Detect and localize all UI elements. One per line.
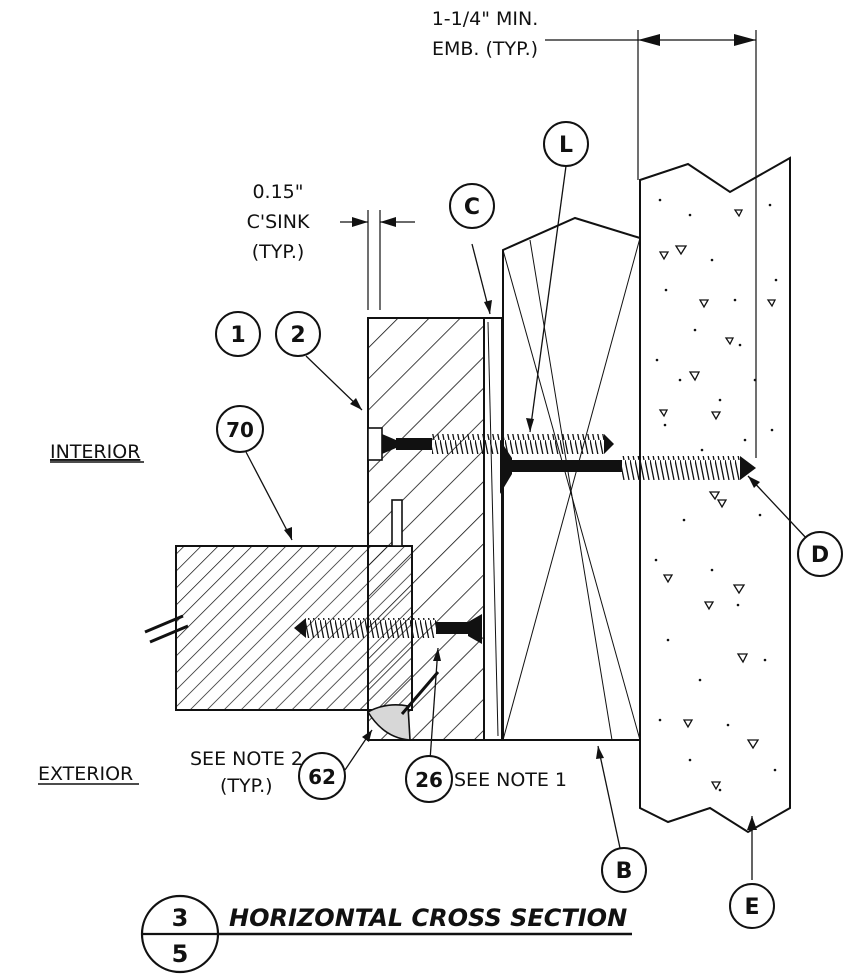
detail-number: 3: [172, 904, 189, 932]
wood-buck: [502, 216, 641, 741]
emb-dim-line-1: 1-1/4" MIN.: [432, 8, 539, 30]
svg-text:B: B: [616, 859, 633, 884]
callout-C: C: [449, 183, 495, 229]
callout-2: 2: [275, 311, 321, 357]
frame-screw: [367, 427, 614, 461]
svg-text:26: 26: [415, 768, 443, 792]
svg-text:62: 62: [308, 765, 336, 789]
callout-D: D: [797, 531, 843, 577]
csink-line-3: (TYP.): [252, 241, 305, 263]
svg-text:70: 70: [226, 418, 254, 442]
exterior-label: EXTERIOR: [38, 763, 133, 785]
callout-62: 62: [298, 752, 346, 800]
concrete-substrate: [639, 156, 791, 834]
interior-label: INTERIOR: [50, 441, 140, 463]
svg-text:D: D: [811, 543, 829, 568]
callout-70: 70: [216, 405, 264, 453]
svg-text:2: 2: [290, 323, 305, 348]
see-note-2-line-2: (TYP.): [220, 775, 273, 797]
detail-title: HORIZONTAL CROSS SECTION: [229, 904, 627, 932]
csink-line-2: C'SINK: [247, 211, 310, 233]
callout-L: L: [543, 121, 589, 167]
callout-1: 1: [215, 311, 261, 357]
detail-marker: 3 5: [140, 894, 632, 974]
concrete-aggregate-triangles: [658, 209, 777, 791]
countersink-dimension: [340, 210, 415, 310]
svg-text:1: 1: [230, 323, 245, 348]
sealant-bead: [366, 671, 440, 741]
embedment-dimension: [545, 30, 757, 458]
emb-dim-line-2: EMB. (TYP.): [432, 38, 538, 60]
callout-E: E: [729, 883, 775, 929]
masonry-screw: [500, 440, 756, 494]
sheet-number: 5: [172, 940, 189, 968]
callout-B: B: [601, 847, 647, 893]
see-note-2-line-1: SEE NOTE 2: [190, 748, 303, 770]
concrete-aggregate-dots: [654, 198, 778, 792]
svg-text:C: C: [464, 195, 480, 220]
see-note-1: SEE NOTE 1: [454, 769, 567, 791]
csink-line-1: 0.15": [252, 181, 303, 203]
callout-26: 26: [405, 755, 453, 803]
svg-text:L: L: [559, 133, 573, 158]
trim-screw: [294, 614, 482, 644]
svg-text:E: E: [744, 895, 759, 920]
